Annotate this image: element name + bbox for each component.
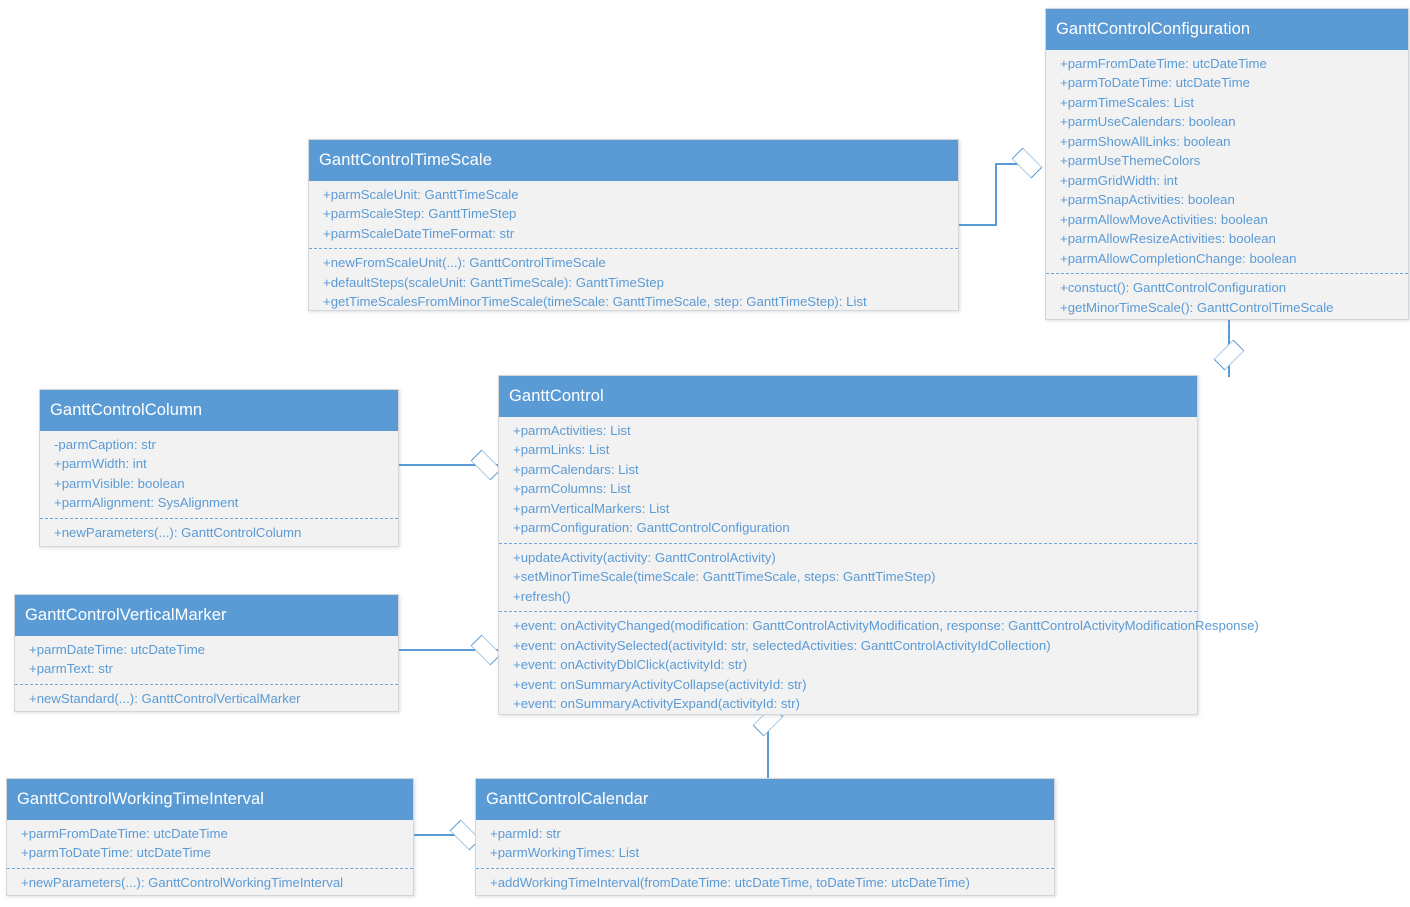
class-member: +parmShowAllLinks: boolean [1060,133,1231,149]
class-member: +parmScaleStep: GanttTimeStep [323,206,517,221]
class-attributes-gantt-control-configuration: +parmFromDateTime: utcDateTime +parmToDa… [1046,50,1408,274]
class-member: +parmToDateTime: utcDateTime [21,845,211,860]
class-member: +event: onSummaryActivityCollapse(activi… [513,676,807,692]
class-methods-gantt-control-calendar: +addWorkingTimeInterval(fromDateTime: ut… [476,867,1054,898]
class-member: +parmToDateTime: utcDateTime [1060,75,1250,90]
class-member: -parmCaption: str [54,436,156,452]
class-member: +defaultSteps(scaleUnit: GanttTimeScale)… [323,274,664,290]
class-box-gantt-control-working-time-interval[interactable]: GanttControlWorkingTimeInterval +parmFro… [6,778,414,896]
class-box-gantt-control-configuration[interactable]: GanttControlConfiguration +parmFromDateT… [1045,8,1409,320]
connector-calendar-ganttcontrol [767,715,769,781]
class-member: +updateActivity(activity: GanttControlAc… [513,549,776,565]
class-box-gantt-control-vertical-marker[interactable]: GanttControlVerticalMarker +parmDateTime… [14,594,399,712]
class-member: +event: onActivitySelected(activityId: s… [513,637,1051,653]
class-member: +parmWidth: int [54,456,147,471]
class-title-gantt-control-working-time-interval: GanttControlWorkingTimeInterval [7,779,413,820]
class-methods-gantt-control-vertical-marker: +newStandard(...): GanttControlVerticalM… [15,683,398,714]
class-member: +parmText: str [29,661,113,676]
class-member: +constuct(): GanttControlConfiguration [1060,280,1287,295]
class-methods-gantt-control-timescale: +newFromScaleUnit(...): GanttControlTime… [309,248,958,317]
class-member: +parmConfiguration: GanttControlConfigur… [513,520,790,535]
class-box-gantt-control-column[interactable]: GanttControlColumn -parmCaption: str +pa… [39,389,399,547]
class-title-gantt-control-vertical-marker: GanttControlVerticalMarker [15,595,398,636]
class-member: +parmId: str [490,825,561,841]
class-member: +parmUseThemeColors [1060,153,1201,168]
class-member: +parmScaleUnit: GanttTimeScale [323,186,519,202]
class-member: +event: onActivityChanged(modification: … [513,618,1259,633]
class-member: +parmGridWidth: int [1060,172,1178,188]
class-title-gantt-control-configuration: GanttControlConfiguration [1046,9,1408,50]
class-box-gantt-control[interactable]: GanttControl +parmActivities: List +parm… [498,375,1259,715]
class-member: +parmWorkingTimes: List [490,845,640,860]
class-attributes-gantt-control-calendar: +parmId: str +parmWorkingTimes: List [476,820,1054,868]
class-events-gantt-control: +event: onActivityChanged(modification: … [499,611,1259,719]
connector-verticalmarker-ganttcontrol [399,649,499,651]
connector-timescale-configuration-v [995,164,997,226]
class-box-gantt-control-calendar[interactable]: GanttControlCalendar +parmId: str +parmW… [475,778,1055,896]
class-member: +parmAllowResizeActivities: boolean [1060,231,1276,246]
class-attributes-gantt-control-vertical-marker: +parmDateTime: utcDateTime +parmText: st… [15,636,398,684]
class-member: +getTimeScalesFromMinorTimeScale(timeSca… [323,294,867,309]
class-member: +parmFromDateTime: utcDateTime [1060,55,1267,71]
class-attributes-gantt-control-timescale: +parmScaleUnit: GanttTimeScale +parmScal… [309,181,958,249]
class-member: +parmAllowMoveActivities: boolean [1060,211,1268,227]
class-member: +parmScaleDateTimeFormat: str [323,225,515,241]
class-methods-gantt-control: +updateActivity(activity: GanttControlAc… [499,542,1197,612]
connector-timescale-configuration-h2 [995,163,1021,165]
class-methods-gantt-control-configuration: +constuct(): GanttControlConfiguration +… [1046,273,1408,322]
class-title-gantt-control: GanttControl [499,376,1197,417]
class-member: +parmVerticalMarkers: List [513,500,670,516]
class-member: +refresh() [513,588,571,604]
connector-column-ganttcontrol [399,464,499,466]
class-member: +newFromScaleUnit(...): GanttControlTime… [323,255,606,270]
class-member: +parmVisible: boolean [54,475,185,491]
class-attributes-gantt-control: +parmActivities: List +parmLinks: List +… [499,417,1197,543]
class-member: +parmAlignment: SysAlignment [54,495,239,510]
class-attributes-gantt-control-working-time-interval: +parmFromDateTime: utcDateTime +parmToDa… [7,820,413,868]
class-member: +parmCalendars: List [513,461,639,477]
aggregation-diamond-configuration-timescale [1011,147,1043,179]
class-title-gantt-control-calendar: GanttControlCalendar [476,779,1054,820]
class-member: +addWorkingTimeInterval(fromDateTime: ut… [490,874,970,890]
class-title-gantt-control-column: GanttControlColumn [40,390,398,431]
class-member: +parmActivities: List [513,422,631,438]
class-methods-gantt-control-working-time-interval: +newParameters(...): GanttControlWorking… [7,867,413,898]
class-member: +getMinorTimeScale(): GanttControlTimeSc… [1060,299,1334,315]
class-member: +event: onActivityDblClick(activityId: s… [513,657,748,672]
class-member: +newParameters(...): GanttControlColumn [54,524,302,540]
class-member: +parmLinks: List [513,442,610,457]
class-box-gantt-control-timescale[interactable]: GanttControlTimeScale +parmScaleUnit: Ga… [308,139,959,311]
class-member: +newStandard(...): GanttControlVerticalM… [29,690,301,706]
class-member: +event: onSummaryActivityExpand(activity… [513,696,800,711]
aggregation-diamond-ganttcontrol-verticalmarker [470,634,502,666]
class-title-gantt-control-timescale: GanttControlTimeScale [309,140,958,181]
class-member: +parmColumns: List [513,481,631,496]
class-methods-gantt-control-column: +newParameters(...): GanttControlColumn [40,517,398,548]
class-attributes-gantt-control-column: -parmCaption: str +parmWidth: int +parmV… [40,431,398,518]
aggregation-diamond-ganttcontrol-configuration [1213,339,1245,371]
class-member: +setMinorTimeScale(timeScale: GanttTimeS… [513,569,936,584]
class-member: +newParameters(...): GanttControlWorking… [21,874,344,890]
class-member: +parmFromDateTime: utcDateTime [21,825,228,841]
class-member: +parmDateTime: utcDateTime [29,641,206,657]
class-member: +parmAllowCompletionChange: boolean [1060,250,1297,266]
class-member: +parmTimeScales: List [1060,94,1194,110]
aggregation-diamond-ganttcontrol-column [470,449,502,481]
class-member: +parmSnapActivities: boolean [1060,192,1235,207]
class-member: +parmUseCalendars: boolean [1060,114,1236,129]
connector-timescale-configuration-h1 [959,224,997,226]
